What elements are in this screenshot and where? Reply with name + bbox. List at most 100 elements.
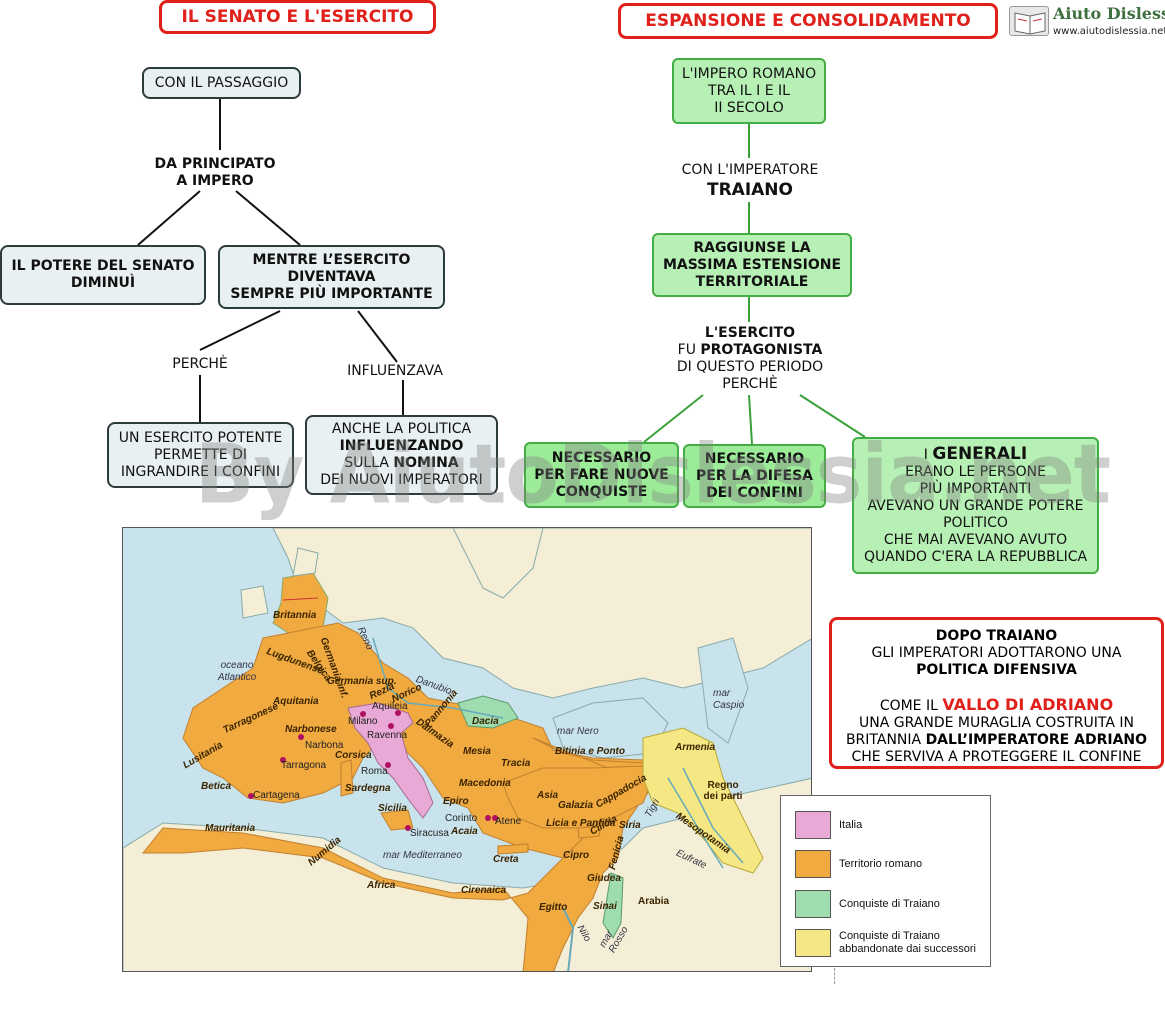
box-dopo-traiano: DOPO TRAIANO GLI IMPERATORI ADOTTARONO U… [829, 617, 1164, 769]
box-passaggio: CON IL PASSAGGIO [142, 67, 301, 99]
roman-empire-map: Britannia Germania inf. Belgica Lugdunen… [122, 527, 812, 972]
impero-line1: L'IMPERO ROMANO [681, 65, 817, 82]
legend-item-italia: Italia [795, 811, 862, 839]
title-espansione: ESPANSIONE E CONSOLIDAMENTO [618, 3, 998, 39]
politica-line2: INFLUENZANDO [339, 438, 464, 454]
legend-swatch-italia [795, 811, 831, 839]
legend-label-territorio: Territorio romano [839, 858, 923, 870]
map-label-egitto: Egitto [539, 902, 568, 913]
box-impero-romano: L'IMPERO ROMANO TRA IL I E IL II SECOLO [672, 58, 826, 124]
label-perche: PERCHÈ [172, 356, 228, 372]
info-line2: GLI IMPERATORI ADOTTARONO UNA [871, 645, 1122, 661]
map-label-siria: Siria [619, 820, 641, 831]
map-label-cirenaica: Cirenaica [461, 885, 507, 896]
map-city-milano: Milano [348, 716, 378, 727]
info-line6-a: BRITANNIA [845, 732, 926, 748]
map-label-aquitania: Aquitania [273, 696, 319, 707]
map-mar-nero: mar Nero [557, 726, 599, 737]
protagonista-line2-a: FU [677, 342, 701, 358]
traiano-text: TRAIANO [706, 180, 793, 200]
map-label-dacia: Dacia [472, 716, 499, 727]
box-nuove-conquiste: NECESSARIO PER FARE NUOVE CONQUISTE [524, 442, 679, 508]
info-spacer [832, 679, 1161, 696]
potente-line1: UN ESERCITO POTENTE [118, 429, 283, 446]
map-label-tracia: Tracia [501, 758, 531, 769]
map-city-corinto: Corinto [445, 813, 478, 824]
difesa-line1: NECESSARIO [704, 450, 805, 467]
politica-line3: SULLA NOMINA [320, 455, 482, 472]
map-label-macedonia: Macedonia [459, 778, 511, 789]
protagonista-line4: PERCHÈ [722, 376, 778, 392]
info-line4: COME IL VALLO DI ADRIANO [832, 696, 1161, 715]
generali-line2: ERANO LE PERSONE [905, 463, 1046, 480]
legend-item-abbandonate: Conquiste di Traiano abbandonate dai suc… [795, 929, 989, 957]
map-label-germania-sup: Germania sup. [327, 676, 397, 687]
massima-line1: RAGGIUNSE LA [693, 239, 811, 256]
box-esercito-importante: MENTRE L’ESERCITO DIVENTAVA SEMPRE PIÙ I… [218, 245, 445, 309]
legend-label-conquiste: Conquiste di Traiano [839, 898, 940, 910]
map-label-mesia: Mesia [463, 746, 491, 757]
logo[interactable]: Aiuto Dislessia www.aiutodislessia.net [1009, 4, 1165, 40]
map-shapes [123, 528, 811, 971]
info-line7: CHE SERVIVA A PROTEGGERE IL CONFINE [851, 749, 1142, 765]
difesa-line3: DEI CONFINI [706, 484, 803, 501]
map-city-narbona: Narbona [305, 740, 344, 751]
potente-line3: INGRANDIRE I CONFINI [120, 463, 281, 480]
map-label-bitinia: Bitinia e Ponto [555, 746, 625, 757]
label-influenzava: INFLUENZAVA [347, 363, 443, 379]
map-label-acaia: Acaia [451, 826, 478, 837]
label-principato: DA PRINCIPATO A IMPERO [130, 156, 300, 190]
map-label-galazia: Galazia [558, 800, 594, 811]
imperatore-line: CON L'IMPERATORE [681, 162, 819, 178]
generali-line7: QUANDO C'ERA LA REPUBBLICA [863, 548, 1088, 565]
esercito-line3: SEMPRE PIÙ IMPORTANTE [230, 285, 433, 302]
box-difesa-confini: NECESSARIO PER LA DIFESA DEI CONFINI [683, 444, 826, 508]
info-line6: BRITANNIA DALL’IMPERATORE ADRIANO [832, 732, 1161, 749]
map-label-creta: Creta [493, 854, 519, 865]
generali-line3: PIÙ IMPORTANTI [919, 480, 1032, 497]
politica-line4: DEI NUOVI IMPERATORI [320, 472, 483, 488]
protagonista-line2: FU PROTAGONISTA [650, 342, 850, 359]
difesa-line2: PER LA DIFESA [696, 467, 813, 484]
generali-line4: AVEVANO UN GRANDE POTERE [867, 497, 1084, 514]
map-label-sicilia: Sicilia [378, 803, 407, 814]
generali-line6: CHE MAI AVEVANO AVUTO [883, 531, 1068, 548]
impero-line3: II SECOLO [714, 99, 784, 116]
map-city-aquileia: Aquileia [372, 701, 408, 712]
senato-line1: IL POTERE DEL SENATO [11, 258, 195, 274]
box-politica: ANCHE LA POLITICA INFLUENZANDO SULLA NOM… [305, 415, 498, 495]
label-esercito-protagonista: L'ESERCITO FU PROTAGONISTA DI QUESTO PER… [650, 325, 850, 393]
map-city-cartagena: Cartagena [253, 790, 300, 801]
map-label-corsica: Corsica [335, 750, 372, 761]
box-esercito-potente: UN ESERCITO POTENTE PERMETTE DI INGRANDI… [107, 422, 294, 488]
info-line1: DOPO TRAIANO [935, 628, 1058, 644]
info-line5: UNA GRANDE MURAGLIA COSTRUITA IN [859, 715, 1134, 731]
map-label-betica: Betica [201, 781, 232, 792]
legend-label-abbandonate: Conquiste di Traiano abbandonate dai suc… [839, 930, 976, 955]
map-label-epiro: Epiro [443, 796, 469, 807]
title-senato-esercito: IL SENATO E L'ESERCITO [159, 0, 436, 34]
politica-line3-a: SULLA [344, 455, 394, 471]
info-line4-b: VALLO DI ADRIANO [942, 695, 1114, 714]
map-legend: Italia Territorio romano Conquiste di Tr… [780, 795, 991, 967]
impero-line2: TRA IL I E IL [708, 82, 790, 99]
map-city-tarragona: Tarragona [281, 760, 327, 771]
dashed-mark [834, 968, 835, 984]
logo-url: www.aiutodislessia.net [1053, 26, 1165, 37]
conquiste-line3: CONQUISTE [555, 483, 648, 500]
legend-swatch-territorio [795, 850, 831, 878]
passaggio-text: CON IL PASSAGGIO [154, 74, 289, 91]
map-label-armenia: Armenia [675, 742, 716, 753]
generali-line1: I GENERALI [864, 445, 1087, 464]
map-city-ravenna: Ravenna [367, 730, 408, 741]
map-label-mauritania: Mauritania [205, 823, 256, 834]
box-massima-estensione: RAGGIUNSE LA MASSIMA ESTENSIONE TERRITOR… [652, 233, 852, 297]
box-generali: I GENERALI ERANO LE PERSONE PIÙ IMPORTAN… [852, 437, 1099, 574]
esercito-line1: MENTRE L’ESERCITO [252, 251, 411, 268]
map-label-giudea: Giudea [587, 873, 621, 884]
map-label-narbonese: Narbonese [285, 724, 337, 735]
map-label-africa: Africa [367, 880, 396, 891]
map-city-siracusa: Siracusa [410, 828, 449, 839]
map-label-asia: Asia [537, 790, 559, 801]
